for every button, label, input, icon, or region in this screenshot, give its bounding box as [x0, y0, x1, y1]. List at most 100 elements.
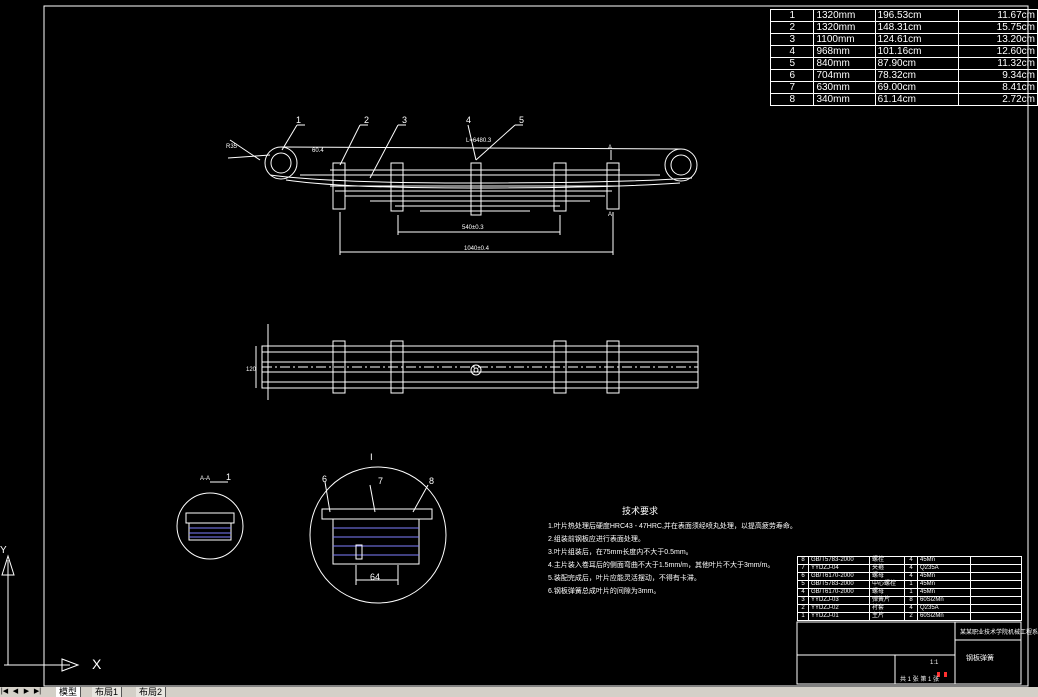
- bom-cell-code: YYDZJ-01: [808, 612, 870, 621]
- prev-tab-button[interactable]: ◀: [12, 688, 19, 695]
- spec-cell-weight: 11.32cm: [957, 57, 1038, 70]
- bom-cell-qty: 8: [904, 596, 918, 605]
- bom-cell-name: 螺栓: [869, 556, 905, 565]
- bom-cell-code: YYDZJ-04: [808, 564, 870, 573]
- spec-cell-weight: 2.72cm: [957, 93, 1038, 106]
- section-aa-view[interactable]: [176, 481, 244, 560]
- spec-cell-area: 124.61cm: [874, 33, 959, 46]
- spec-cell-weight: 13.20cm: [957, 33, 1038, 46]
- dim-bottom: 1040±0.4: [464, 246, 489, 252]
- spec-cell-weight: 11.67cm: [957, 9, 1038, 22]
- callout-4: 4: [466, 115, 472, 125]
- spec-cell-area: 148.31cm: [874, 21, 959, 34]
- requirement-item: 1.叶片热处理后硬度HRC43 - 47HRC,并在表面须经喷丸处理，以提高疲劳…: [548, 523, 797, 530]
- bom-cell-mat: 45Mn: [917, 580, 971, 589]
- dim-top: L=6480.3: [466, 138, 492, 144]
- tab-layout2[interactable]: 布局2: [136, 687, 167, 697]
- spec-cell-length: 1320mm: [813, 9, 876, 22]
- last-tab-button[interactable]: ▶|: [33, 688, 42, 695]
- requirement-item: 4.主片装入卷耳后的侧面弯曲不大于1.5mm/m，其他叶片不大于3mm/m。: [548, 562, 775, 569]
- bom-cell-note: [970, 572, 1022, 581]
- spec-cell-no: 5: [769, 57, 815, 70]
- dim-64: 64: [370, 572, 381, 582]
- spec-cell-length: 630mm: [813, 81, 876, 94]
- bom-cell-code: GB/T6170-2000: [808, 572, 870, 581]
- bom-cell-no: 3: [797, 596, 809, 605]
- spec-cell-length: 1320mm: [813, 21, 876, 34]
- bom-cell-no: 1: [797, 612, 809, 621]
- spec-cell-weight: 8.41cm: [957, 81, 1038, 94]
- bom-cell-no: 6: [797, 572, 809, 581]
- spec-cell-area: 78.32cm: [874, 69, 959, 82]
- callout-6: 6: [322, 474, 328, 484]
- bom-cell-name: 主片: [869, 612, 905, 621]
- drawing-name: 钢板弹簧: [966, 655, 994, 662]
- dim-mid: 540±0.3: [462, 225, 484, 231]
- bom-cell-no: 7: [797, 564, 809, 573]
- section-marker-a2: A: [608, 212, 613, 218]
- spring-top-view[interactable]: [255, 324, 699, 400]
- bom-cell-mat: 45Mn: [917, 572, 971, 581]
- layout-tab-bar: |◀ ◀ ▶ ▶| 模型 布局1 布局2: [0, 687, 1038, 697]
- bom-cell-qty: 2: [904, 612, 918, 621]
- bom-cell-name: 衬套: [869, 604, 905, 613]
- spec-cell-length: 968mm: [813, 45, 876, 58]
- spec-cell-no: 6: [769, 69, 815, 82]
- spec-cell-area: 69.00cm: [874, 81, 959, 94]
- spring-front-view[interactable]: [227, 124, 698, 255]
- detail-label: Ⅰ: [370, 452, 373, 462]
- callout-3: 3: [402, 115, 408, 125]
- tab-model[interactable]: 模型: [56, 687, 82, 697]
- next-tab-button[interactable]: ▶: [23, 688, 30, 695]
- bom-cell-note: [970, 580, 1022, 589]
- bom-cell-note: [970, 556, 1022, 565]
- spec-cell-no: 1: [769, 9, 815, 22]
- bom-cell-mat: Q235A: [917, 604, 971, 613]
- spec-cell-area: 196.53cm: [874, 9, 959, 22]
- bom-cell-qty: 4: [904, 572, 918, 581]
- spec-cell-weight: 9.34cm: [957, 69, 1038, 82]
- bom-cell-code: YYDZJ-03: [808, 596, 870, 605]
- bom-cell-code: YYDZJ-02: [808, 604, 870, 613]
- bom-cell-no: 4: [797, 588, 809, 597]
- drawing-frame: [43, 5, 1029, 687]
- spec-cell-length: 1100mm: [813, 33, 876, 46]
- school-name: 某某职业技术学院机械工程系: [960, 630, 1038, 636]
- bom-cell-name: 螺母: [869, 588, 905, 597]
- first-tab-button[interactable]: |◀: [0, 688, 9, 695]
- drawing-scale: 1:1: [930, 660, 939, 666]
- callout-1: 1: [296, 115, 302, 125]
- bom-cell-no: 8: [797, 556, 809, 565]
- ucs-y-label: Y: [0, 545, 7, 556]
- callout-5: 5: [519, 115, 525, 125]
- requirements-title: 技术要求: [622, 506, 659, 516]
- bom-cell-mat: Q235A: [917, 564, 971, 573]
- sheet-info: 共 1 张 第 1 张: [900, 677, 940, 683]
- bom-cell-no: 5: [797, 580, 809, 589]
- bom-cell-no: 2: [797, 604, 809, 613]
- bom-cell-mat: 45Mn: [917, 588, 971, 597]
- spec-cell-length: 704mm: [813, 69, 876, 82]
- bom-cell-note: [970, 612, 1022, 621]
- requirement-item: 3.叶片组装后，在75mm长度内不大于0.5mm。: [548, 549, 693, 556]
- tab-layout1[interactable]: 布局1: [92, 687, 123, 697]
- bom-cell-note: [970, 588, 1022, 597]
- spec-cell-no: 4: [769, 45, 815, 58]
- spec-cell-area: 61.14cm: [874, 93, 959, 106]
- callout-8: 8: [429, 476, 435, 486]
- bom-cell-name: 中心螺栓: [869, 580, 905, 589]
- bom-cell-name: 弹簧片: [869, 596, 905, 605]
- dim-60: 60.4: [312, 148, 324, 154]
- detail-i-view[interactable]: [309, 466, 447, 604]
- title-block-frame: [796, 621, 1022, 685]
- bom-cell-qty: 4: [904, 556, 918, 565]
- section-marker-a: A: [608, 145, 613, 151]
